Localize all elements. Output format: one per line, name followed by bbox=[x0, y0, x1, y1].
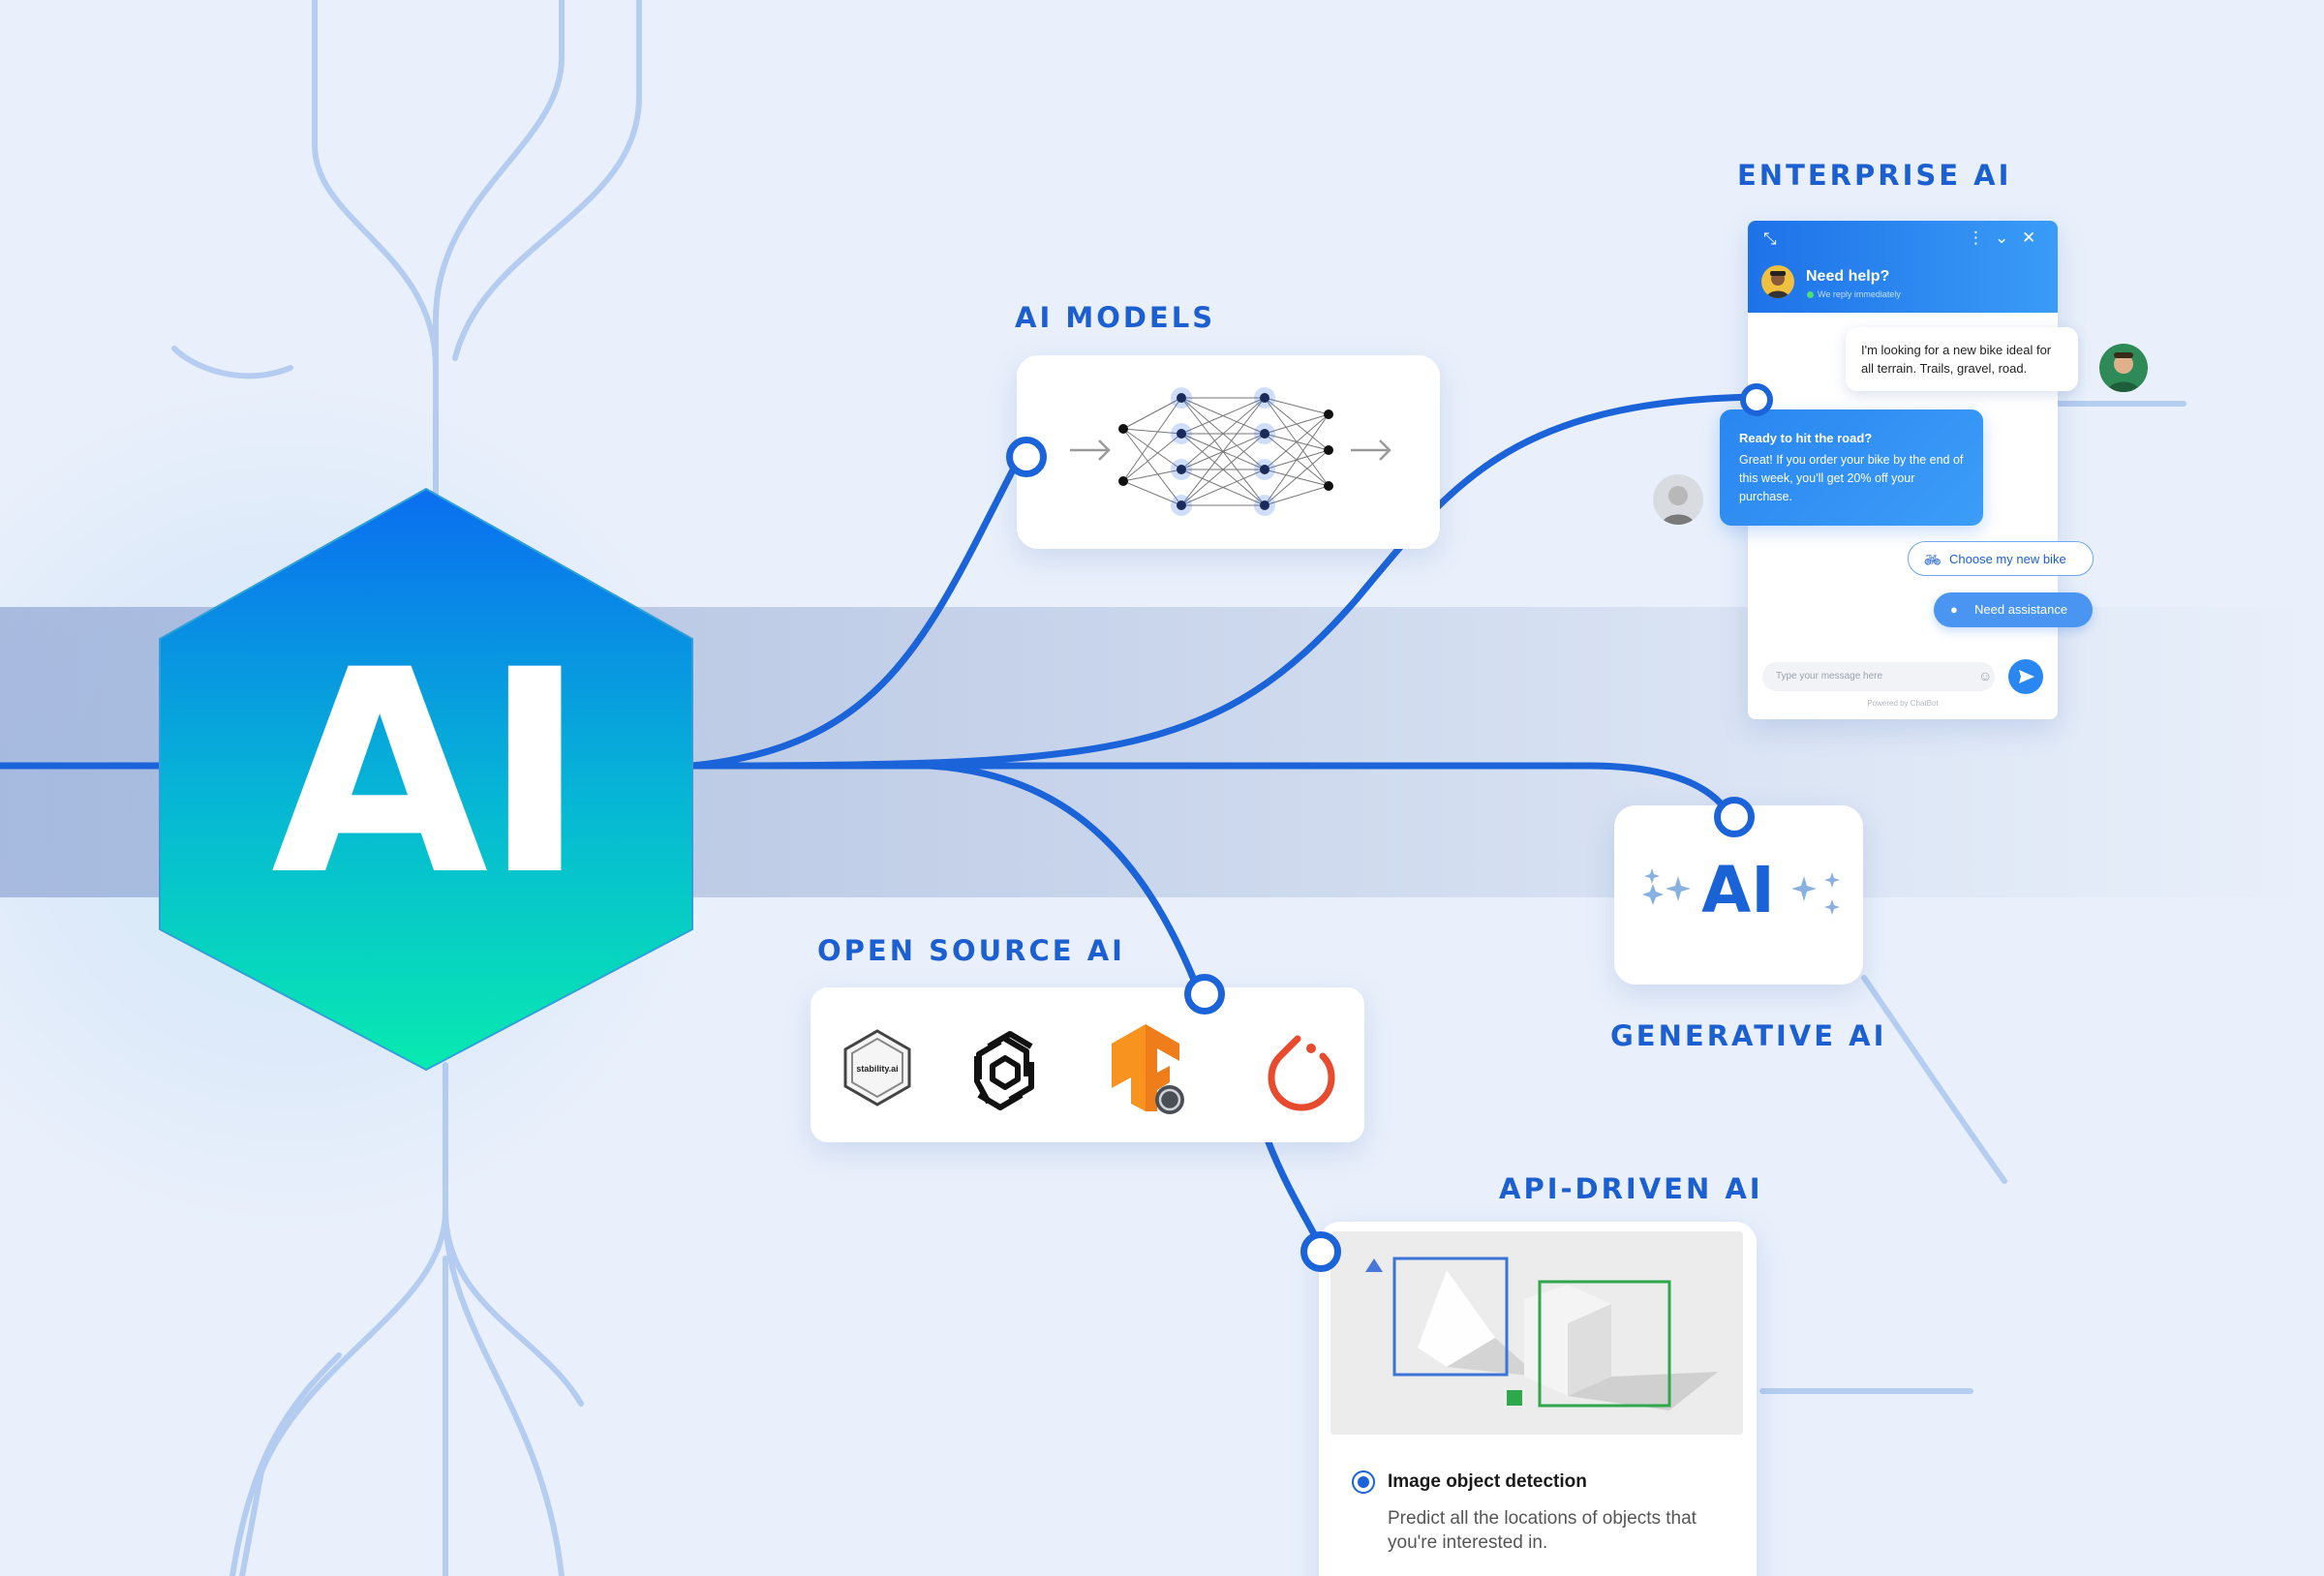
bot-message-title: Ready to hit the road? bbox=[1739, 431, 1873, 445]
nn-node bbox=[1118, 476, 1128, 486]
ai-models-card bbox=[1017, 355, 1440, 549]
chat-title: Need help? bbox=[1806, 268, 1890, 285]
nn-node bbox=[1260, 500, 1269, 510]
api-card-description: Predict all the locations of objects tha… bbox=[1388, 1508, 1697, 1553]
choose-bike-button[interactable]: 🚲︎ Choose my new bike bbox=[1908, 541, 2094, 576]
nn-edge bbox=[1180, 397, 1266, 470]
need-assistance-label: Need assistance bbox=[1974, 602, 2068, 617]
detection-shapes bbox=[1365, 1257, 1718, 1410]
powered-by-text: Powered by ChatBot bbox=[1867, 699, 1939, 708]
user-avatar bbox=[2099, 344, 2148, 392]
nn-edge bbox=[1122, 433, 1182, 482]
generative-ai-label: GENERATIVE AI bbox=[1610, 1019, 1887, 1052]
bot-message-bubble: Ready to hit the road? Great! If you ord… bbox=[1720, 409, 1983, 526]
ai-models-label: AI MODELS bbox=[1015, 301, 1216, 334]
nn-edge bbox=[1264, 413, 1330, 470]
close-icon[interactable]: ✕ bbox=[2022, 228, 2036, 247]
chevron-down-icon[interactable]: ⌄ bbox=[1995, 228, 2009, 247]
nn-node bbox=[1260, 393, 1269, 403]
nn-edge bbox=[1264, 413, 1330, 435]
enterprise-ai-label: ENTERPRISE AI bbox=[1737, 159, 2012, 192]
sparkle-icons bbox=[1642, 868, 1840, 915]
api-driven-ai-node bbox=[1300, 1231, 1341, 1272]
nn-node bbox=[1118, 424, 1128, 434]
chat-bubble-icon: ● bbox=[1950, 602, 1958, 617]
bike-icon: 🚲︎ bbox=[1924, 552, 1942, 567]
openai-logo-icon bbox=[974, 1031, 1034, 1110]
online-indicator bbox=[1807, 291, 1814, 298]
object-detection-preview bbox=[1330, 1231, 1743, 1435]
nn-edge bbox=[1264, 397, 1330, 415]
nn-node bbox=[1324, 409, 1333, 419]
api-driven-ai-label: API-DRIVEN AI bbox=[1499, 1172, 1763, 1205]
ai-hub-hexagon bbox=[159, 488, 693, 1071]
nn-edge bbox=[1180, 397, 1266, 506]
more-vertical-icon[interactable]: ⋮ bbox=[1968, 228, 1984, 247]
bot-avatar bbox=[1653, 474, 1703, 525]
nn-node bbox=[1177, 500, 1186, 510]
message-input[interactable]: Type your message here bbox=[1762, 662, 1995, 691]
open-source-ai-node bbox=[1184, 974, 1225, 1015]
tensorflow-logo-icon bbox=[1112, 1024, 1184, 1114]
nn-node bbox=[1260, 429, 1269, 439]
enterprise-ai-node bbox=[1740, 383, 1773, 416]
nn-edge bbox=[1180, 433, 1266, 506]
nn-edge bbox=[1180, 397, 1266, 435]
emoji-icon[interactable]: ☺ bbox=[1978, 668, 1993, 683]
stability-logo-icon: stability.ai bbox=[843, 1029, 911, 1106]
nn-edge bbox=[1122, 428, 1182, 470]
generative-ai-card-text: AI bbox=[1701, 853, 1775, 927]
user-message-bubble: I'm looking for a new bike ideal for all… bbox=[1846, 327, 2078, 391]
nn-edge bbox=[1122, 428, 1182, 506]
nn-node bbox=[1177, 429, 1186, 439]
send-button[interactable] bbox=[2008, 659, 2043, 694]
nn-node bbox=[1324, 481, 1333, 491]
send-icon bbox=[2019, 670, 2034, 683]
nn-edge bbox=[1122, 428, 1182, 435]
open-source-ai-label: OPEN SOURCE AI bbox=[817, 934, 1125, 967]
choose-bike-label: Choose my new bike bbox=[1949, 552, 2066, 566]
nn-edge bbox=[1264, 449, 1330, 506]
nn-edge bbox=[1264, 485, 1330, 506]
nn-node bbox=[1177, 393, 1186, 403]
need-assistance-button[interactable]: ● Need assistance bbox=[1934, 592, 2093, 627]
nn-node bbox=[1177, 465, 1186, 474]
ai-hub-label: AI bbox=[270, 611, 587, 937]
pytorch-logo-icon bbox=[1268, 1035, 1335, 1111]
object-detection-radio[interactable] bbox=[1352, 1470, 1375, 1494]
nn-edge bbox=[1122, 480, 1182, 506]
nn-edge bbox=[1122, 469, 1182, 482]
nn-edge bbox=[1122, 397, 1182, 482]
generative-ai-node bbox=[1714, 797, 1755, 837]
neural-network-icon bbox=[1070, 387, 1391, 516]
bot-message-text: Great! If you order your bike by the end… bbox=[1739, 453, 1964, 503]
agent-avatar bbox=[1761, 265, 1794, 298]
nn-edge bbox=[1180, 469, 1266, 506]
stability-logo-text: stability.ai bbox=[856, 1064, 898, 1074]
api-card-title: Image object detection bbox=[1388, 1471, 1587, 1492]
ai-models-node bbox=[1006, 437, 1047, 477]
nn-edge bbox=[1122, 397, 1182, 430]
chat-header: ⤡ ⋮ ⌄ ✕ Need help? We reply immediately bbox=[1748, 221, 2058, 313]
nn-node bbox=[1324, 445, 1333, 455]
expand-icon[interactable]: ⤡ bbox=[1763, 229, 1777, 248]
nn-node bbox=[1260, 465, 1269, 474]
chat-subtitle: We reply immediately bbox=[1818, 289, 1901, 299]
nn-edge bbox=[1264, 413, 1330, 506]
